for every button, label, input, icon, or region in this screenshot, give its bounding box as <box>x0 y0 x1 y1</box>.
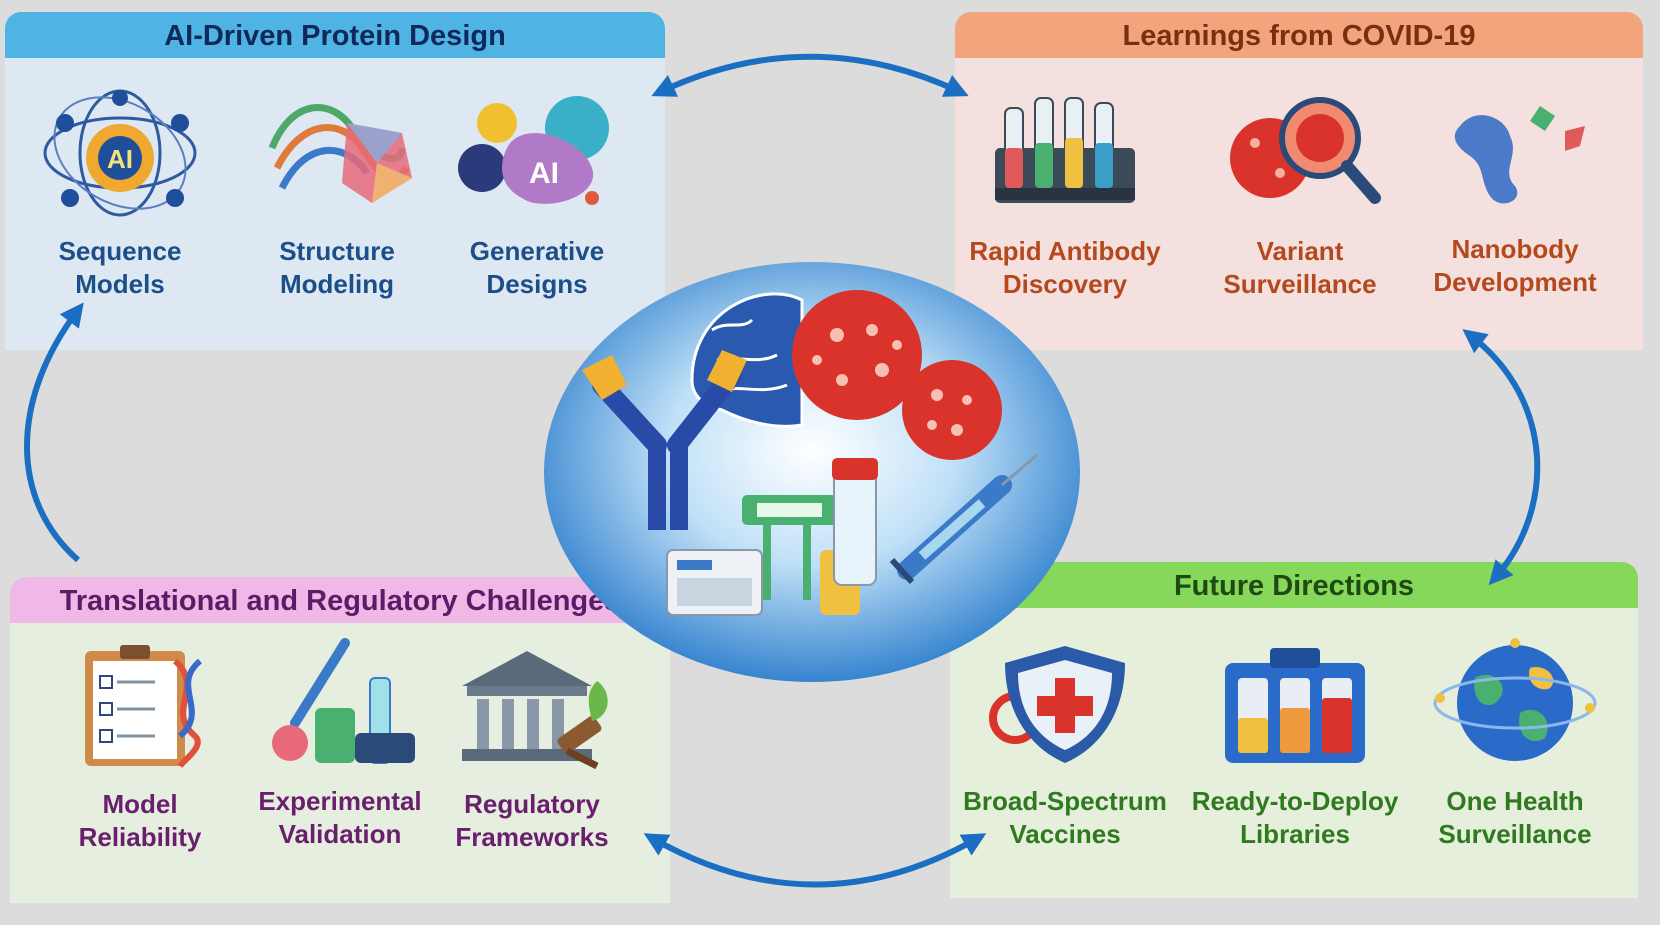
item-label: One Health Surveillance <box>1438 786 1592 849</box>
item-ready-to-deploy-libraries: Ready-to-Deploy Libraries <box>1185 638 1405 851</box>
item-label: Sequence Models <box>58 236 182 299</box>
svg-text:AI: AI <box>529 157 559 190</box>
item-broad-spectrum-vaccines: Broad-Spectrum Vaccines <box>955 638 1175 851</box>
item-sequence-models: AI Sequence Models <box>10 88 230 301</box>
panel-title: AI-Driven Protein Design <box>5 12 665 58</box>
svg-text:AI: AI <box>107 144 133 174</box>
arrow-future-to-trans <box>643 833 987 888</box>
item-model-reliability: Model Reliability <box>30 641 250 854</box>
ai-network-icon: AI <box>43 89 197 217</box>
item-nanobody-development: Nanobody Development <box>1405 86 1625 299</box>
item-label: Ready-to-Deploy Libraries <box>1191 786 1399 849</box>
item-label: Generative Designs <box>469 236 605 299</box>
item-generative-designs: AI Generative Designs <box>427 88 647 301</box>
virus-magnifier-icon <box>1230 97 1381 204</box>
test-tube-rack-icon <box>995 97 1135 203</box>
panel-title: Translational and Regulatory Challenges <box>10 577 670 623</box>
item-label: Regulatory Frameworks <box>455 789 609 852</box>
generative-virus-icon: AI <box>458 96 609 205</box>
panel-translational-regulatory: Translational and Regulatory Challenges … <box>10 577 670 903</box>
virus-icon-small <box>902 360 1002 460</box>
panel-learnings-covid: Learnings from COVID-19 Rapid Antibody D… <box>955 12 1643 350</box>
panel-ai-protein-design: AI-Driven Protein Design AI Sequence Mod… <box>5 12 665 350</box>
item-label: Variant Surveillance <box>1223 236 1377 299</box>
item-label: Structure Modeling <box>279 236 395 299</box>
item-structure-modeling: Structure Modeling <box>227 88 447 301</box>
item-label: Broad-Spectrum Vaccines <box>963 786 1167 849</box>
item-experimental-validation: Experimental Validation <box>230 638 450 851</box>
lab-equipment-icon <box>666 458 878 616</box>
globe-network-icon <box>1433 638 1597 761</box>
antibody-icon <box>582 350 747 530</box>
lab-pipette-icon <box>272 638 415 764</box>
item-label: Rapid Antibody Discovery <box>969 236 1161 299</box>
item-label: Experimental Validation <box>258 786 422 849</box>
courthouse-gavel-icon <box>462 651 608 770</box>
panel-future-directions: Future Directions Broad-Spectrum Vaccine… <box>950 562 1638 898</box>
shield-cross-icon <box>989 646 1125 763</box>
center-illustration <box>544 262 1080 682</box>
virus-icon-large <box>792 290 922 420</box>
vials-library-icon <box>1225 648 1365 763</box>
checklist-dna-icon <box>85 645 203 768</box>
item-label: Nanobody Development <box>1433 234 1597 297</box>
item-label: Model Reliability <box>78 789 202 852</box>
item-rapid-antibody-discovery: Rapid Antibody Discovery <box>955 88 1175 301</box>
item-one-health-surveillance: One Health Surveillance <box>1405 638 1625 851</box>
item-variant-surveillance: Variant Surveillance <box>1190 88 1410 301</box>
arrow-ai-to-covid <box>651 53 969 97</box>
nanobody-icon <box>1454 106 1585 204</box>
panel-title: Learnings from COVID-19 <box>955 12 1643 58</box>
item-regulatory-frameworks: Regulatory Frameworks <box>422 641 642 854</box>
protein-structure-icon <box>268 104 412 203</box>
arrow-covid-to-future <box>1462 329 1541 586</box>
syringe-icon <box>889 453 1038 585</box>
